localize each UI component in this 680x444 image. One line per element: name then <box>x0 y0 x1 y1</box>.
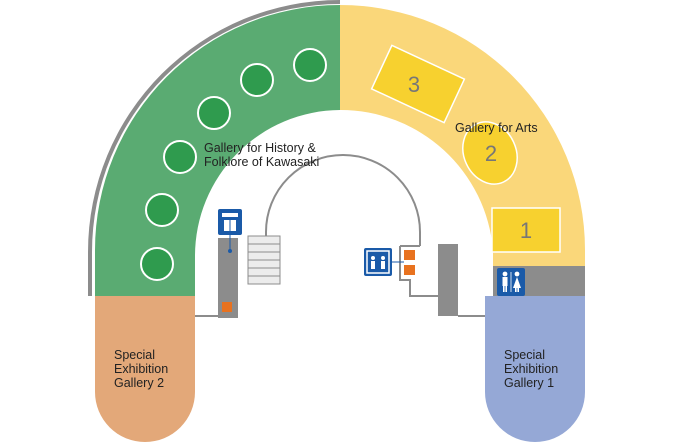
elevator-icon[interactable] <box>364 248 392 276</box>
wall-left-core <box>218 238 238 318</box>
restroom-icon[interactable] <box>497 268 525 296</box>
arts-exhibit-1[interactable]: 1 <box>491 207 561 253</box>
special-gallery-2-label: Special <box>114 348 155 362</box>
wall-right-core <box>438 244 458 316</box>
arts-exhibit-3[interactable]: 3 <box>370 44 466 124</box>
exhibit-dot[interactable] <box>140 247 174 281</box>
history-exhibit-dots <box>140 48 327 281</box>
marker-orange-left <box>222 302 232 312</box>
exhibit-dot[interactable] <box>163 140 197 174</box>
history-gallery-label: Folklore of Kawasaki <box>204 155 319 169</box>
exhibit-dot[interactable] <box>145 193 179 227</box>
exhibit-dot[interactable] <box>197 96 231 130</box>
history-gallery-label: Gallery for History & <box>204 141 316 155</box>
zone-special-exhibition-gallery-2[interactable] <box>95 296 195 442</box>
elevator-pointer-dot <box>228 249 232 253</box>
exhibit-number: 1 <box>520 218 532 243</box>
special-gallery-1-label: Gallery 1 <box>504 376 554 390</box>
arts-exhibit-2[interactable]: 2 <box>453 113 527 193</box>
exhibit-number: 3 <box>408 72 420 97</box>
special-gallery-2-label: Gallery 2 <box>114 376 164 390</box>
arts-gallery-label: Gallery for Arts <box>455 121 538 135</box>
exhibit-number: 2 <box>485 141 497 166</box>
marker-orange-right-2 <box>404 265 415 275</box>
stair-steps <box>248 243 280 277</box>
marker-orange-right-1 <box>404 250 415 260</box>
exhibit-dot[interactable] <box>240 63 274 97</box>
wall-corridor-right <box>399 245 438 297</box>
special-gallery-1-label: Special <box>504 348 545 362</box>
wall-inner-arch <box>265 154 421 246</box>
exhibit-dot[interactable] <box>293 48 327 82</box>
elevator-icon[interactable] <box>218 209 242 235</box>
special-gallery-2-label: Exhibition <box>114 362 168 376</box>
zone-special-exhibition-gallery-1[interactable] <box>485 296 585 442</box>
special-gallery-1-label: Exhibition <box>504 362 558 376</box>
